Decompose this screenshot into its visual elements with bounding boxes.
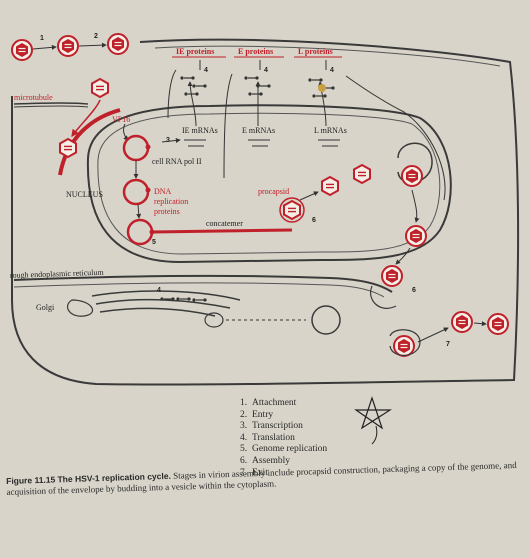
golgi-label: Golgi [36,303,55,312]
vesicle-small [204,312,224,328]
figure-number: Figure 11.15 [6,474,56,486]
legend-item: 1.Attachment [240,398,297,408]
step-3-number: 3 [166,137,170,144]
viral-dna-circle-2 [122,178,150,206]
rough-er [13,274,393,293]
step-4d-number: 4 [157,287,161,294]
procapsid [283,200,301,220]
ie-mrnas-label: IE mRNAs [182,126,218,135]
step-6a-number: 6 [312,217,316,224]
cell-rna-pol-label: cell RNA pol II [152,157,202,166]
capsid-filled-1 [321,176,339,196]
viral-dna-circle-1 [122,134,150,162]
dna-replication-label-2: replication [154,197,188,206]
virion-fusion [107,33,129,55]
capsid-entry-1 [91,78,109,98]
ie-proteins-label: IE proteins [176,47,214,56]
golgi-stack [91,290,241,301]
concatemer-line [152,228,293,234]
legend-item: 5.Genome replication [240,444,328,455]
dna-replication-label-1: DNA [154,187,172,196]
virion-nuclear-budding [401,165,423,187]
l-mrnas-label: L mRNAs [314,126,347,135]
nuclear-envelope-inner [97,112,441,255]
cell-membrane [11,38,520,386]
nucleus-label: NUCLEUS [66,190,103,199]
l-protein-group [307,77,336,99]
virion-perinuclear [405,225,427,247]
concatemer-label: concatemer [206,219,243,228]
legend-item: 4.Translation [240,432,295,443]
legend-item: 2.Entry [240,409,274,420]
step-legend: 1.Attachment 2.Entry 3.Transcription 4.T… [240,398,327,479]
legend-item: 3.Transcription [240,421,303,432]
ie-protein-group [179,75,208,97]
microtubule-label: microtubule [14,93,53,102]
virion-released-1 [451,311,473,333]
step-4c-number: 4 [330,67,334,74]
legend-item: 6.Assembly [240,455,290,466]
virion-released-2 [487,313,509,335]
mrna-strands [184,139,340,147]
step-4b-number: 4 [264,67,268,74]
viral-dna-circle-3 [126,218,154,246]
virion-exocytosis [393,335,415,357]
e-mrnas-label: E mRNAs [242,126,275,135]
step-4a-number: 4 [204,67,208,74]
rough-er-label: rough endoplasmic reticulum [10,268,105,280]
e-proteins-label: E proteins [238,47,273,56]
step-1-number: 1 [40,35,44,42]
step-6b-number: 6 [412,287,416,294]
procapsid-label: procapsid [258,187,289,196]
vp16-label: VP16 [112,115,130,124]
l-proteins-label: L proteins [298,47,333,56]
virion-er-exit [381,265,403,287]
step-7-number: 7 [446,341,450,348]
microtubule [13,102,89,105]
capsid-nuclear-pore [59,138,77,158]
step-5-number: 5 [152,239,156,246]
star-doodle [354,396,393,430]
nuclear-envelope-outer [86,104,452,264]
legend-item: 7.Exit [240,467,268,478]
vesicle-large [311,305,341,335]
step-2-number: 2 [94,33,98,40]
hsv-replication-diagram: microtubule rough endoplasmic reticulum … [10,33,520,445]
dna-replication-label-3: proteins [154,207,180,216]
capsid-filled-2 [353,164,371,184]
